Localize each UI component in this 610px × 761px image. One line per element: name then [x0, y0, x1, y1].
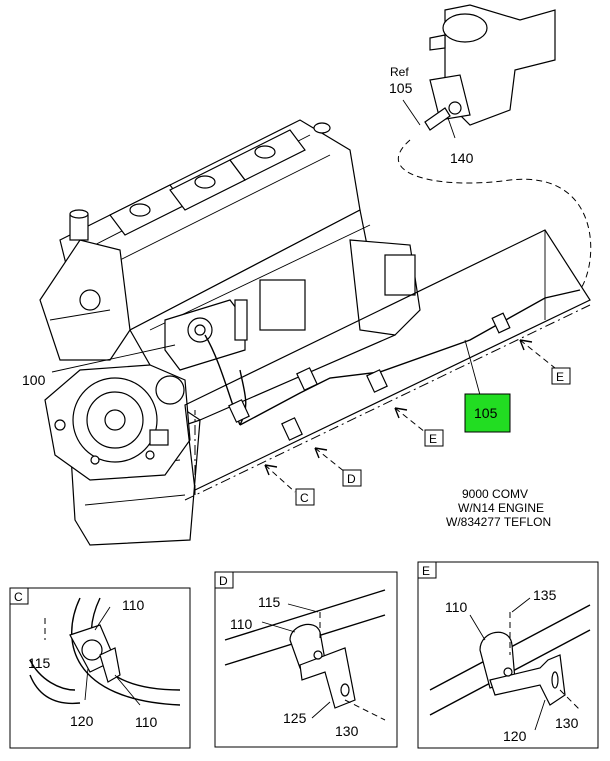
- callout-105-highlight[interactable]: [464, 393, 511, 433]
- detail-d-125: 125: [283, 710, 307, 726]
- detail-c-110a: 110: [122, 597, 145, 613]
- view-ref-e2-box: [424, 429, 444, 447]
- detail-e-letter: E: [422, 564, 430, 578]
- callout-140: 140: [450, 150, 474, 166]
- view-ref-e-box: [551, 367, 571, 385]
- detail-e-130: 130: [555, 715, 579, 731]
- detail-c-115: 115: [28, 655, 51, 671]
- note-line-3: W/834277 TEFLON: [446, 515, 551, 529]
- detail-e-120: 120: [503, 728, 527, 744]
- frame-rail: [184, 229, 591, 501]
- view-ref-c-box: [295, 488, 315, 506]
- view-ref-c: C: [300, 491, 309, 505]
- detail-d-130: 130: [335, 723, 359, 739]
- detail-d-110: 110: [230, 616, 253, 632]
- tube-routing: [204, 4, 592, 441]
- callout-ref-105: 105: [389, 80, 413, 96]
- note-line-1: 9000 COMV: [462, 487, 528, 501]
- detail-e-110: 110: [445, 599, 468, 615]
- detail-d-letter: D: [219, 574, 228, 588]
- detail-c-letter: C: [14, 590, 23, 604]
- view-ref-e2: E: [429, 432, 437, 446]
- engine-drawing: [39, 119, 421, 546]
- detail-c-120: 120: [70, 713, 94, 729]
- view-ref-d-box: [342, 469, 362, 487]
- callout-100: 100: [22, 372, 46, 388]
- view-ref-e: E: [556, 370, 564, 384]
- detail-d: D 115 110 125 130: [214, 571, 398, 748]
- detail-d-115: 115: [258, 594, 281, 610]
- callout-105-label: 105: [474, 405, 498, 421]
- detail-c: C 110 115 120 110: [9, 587, 191, 749]
- detail-c-110b: 110: [135, 714, 158, 730]
- ref-label: Ref: [390, 65, 409, 79]
- detail-e: E 135 110 120 130: [417, 561, 599, 749]
- leader-lines: [51, 99, 556, 493]
- view-ref-d: D: [347, 472, 356, 486]
- detail-e-135: 135: [533, 587, 557, 603]
- note-line-2: W/N14 ENGINE: [458, 501, 544, 515]
